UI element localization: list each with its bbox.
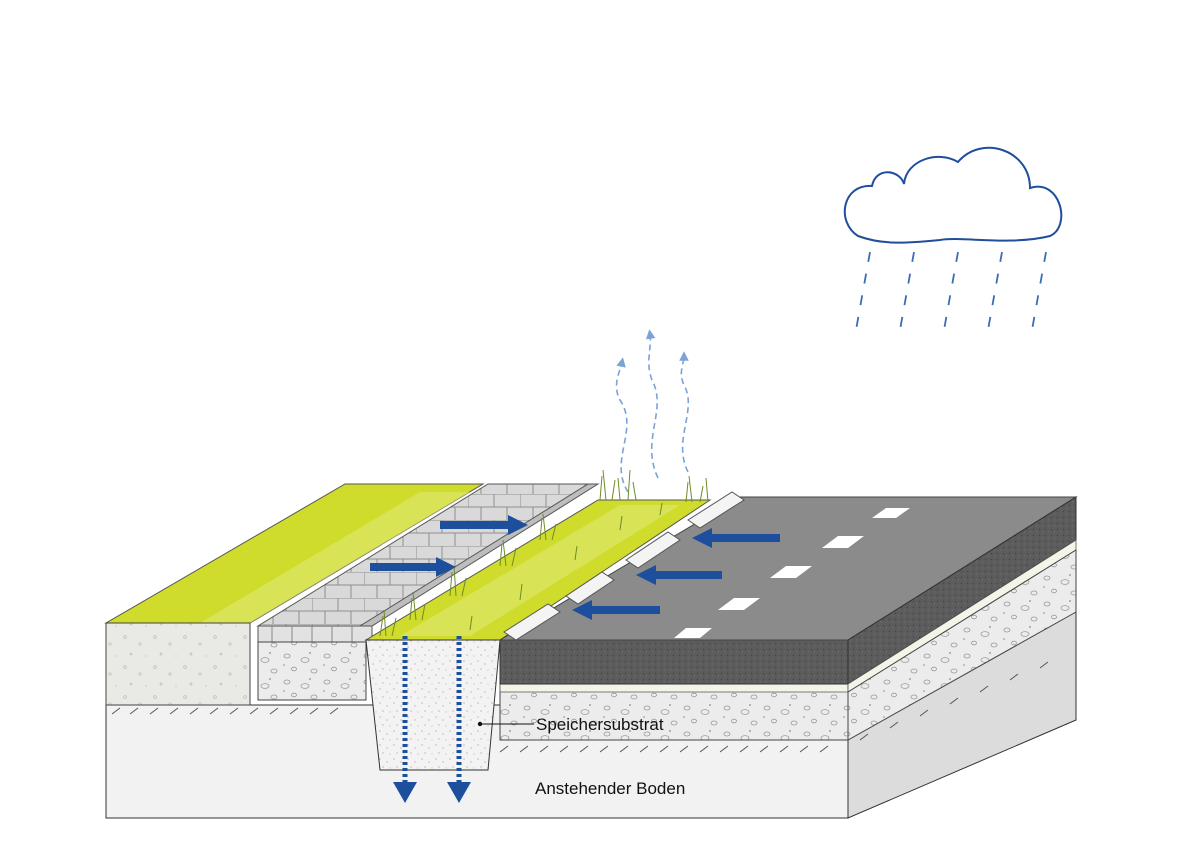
runoff-arrows <box>370 515 780 620</box>
curb-stones <box>503 491 745 641</box>
infiltration-arrow-icon <box>447 636 471 803</box>
runoff-arrow-icon <box>572 600 660 620</box>
rain-drops-icon <box>855 251 1047 331</box>
cloud-icon <box>843 146 1063 244</box>
infiltration-arrow-icon <box>393 636 417 803</box>
storage-substrate-trench <box>365 639 501 771</box>
runoff-arrow-icon <box>636 565 722 585</box>
runoff-arrow-icon <box>440 515 528 535</box>
runoff-arrow-icon <box>692 528 780 548</box>
storage-substrate-label-group: Speichersubstrat <box>477 715 664 734</box>
infiltration-arrows <box>393 636 471 803</box>
left-lawn-strip <box>104 483 485 706</box>
road <box>498 496 1078 741</box>
evaporation-arrows-icon <box>615 329 689 493</box>
swale-surface <box>364 469 712 641</box>
storage-substrate-label: Speichersubstrat <box>536 715 664 734</box>
runoff-arrow-icon <box>370 557 456 577</box>
native-soil-label: Anstehender Boden <box>535 779 685 798</box>
